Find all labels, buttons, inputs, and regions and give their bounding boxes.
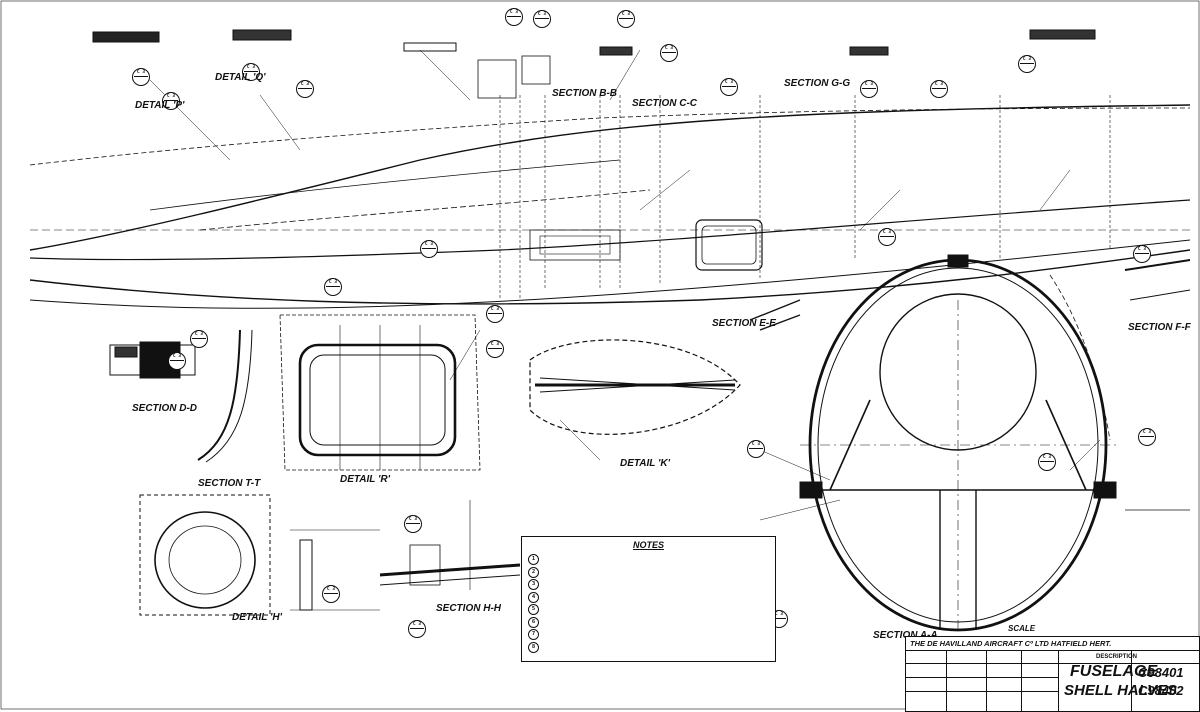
note-item: 2 (528, 566, 771, 579)
reference-bubble: C 3 (168, 352, 186, 370)
reference-bubble: C 3 (242, 63, 260, 81)
label-section-hh: SECTION H-H (436, 603, 501, 614)
reference-bubble: C 3 (404, 515, 422, 533)
reference-bubble: C 3 (1038, 453, 1056, 471)
label-detail-r: DETAIL 'R' (340, 474, 390, 485)
reference-bubble: C 3 (660, 44, 678, 62)
note-item: 5 (528, 603, 771, 616)
notes-list: 1 2 3 4 5 6 7 8 (528, 553, 771, 653)
reference-bubble: C 3 (190, 330, 208, 348)
label-detail-k: DETAIL 'K' (620, 458, 670, 469)
label-section-tt: SECTION T-T (198, 478, 261, 489)
note-item: 4 (528, 591, 771, 604)
scale-label: SCALE (1008, 624, 1036, 633)
note-item: 7 (528, 628, 771, 641)
reference-bubble: C 3 (322, 585, 340, 603)
title-block: THE DE HAVILLAND AIRCRAFT Cº LTD HATFIEL… (905, 636, 1200, 712)
notes-box: NOTES 1 2 3 4 5 6 7 8 (521, 536, 776, 662)
label-section-gg: SECTION G-G (784, 78, 851, 89)
label-section-aa: SECTION A-A (873, 630, 938, 641)
top-section-strip (92, 31, 160, 43)
label-detail-p: DETAIL 'P' (135, 100, 185, 111)
company-name: THE DE HAVILLAND AIRCRAFT Cº LTD HATFIEL… (910, 639, 1112, 648)
drawing-title-line2: SHELL HALVES (1064, 682, 1178, 699)
notes-title: NOTES (632, 540, 664, 550)
reference-bubble: C 3 (1138, 428, 1156, 446)
reference-bubble: C 3 (720, 78, 738, 96)
note-item: 3 (528, 578, 771, 591)
reference-bubble: C 3 (486, 305, 504, 323)
reference-bubble: C 3 (408, 620, 426, 638)
label-section-ff: SECTION F-F (1128, 322, 1191, 333)
reference-bubble: C 3 (533, 10, 551, 28)
reference-bubble: C 3 (296, 80, 314, 98)
label-section-bb: SECTION B-B (552, 88, 617, 99)
reference-bubble: C 3 (1018, 55, 1036, 73)
label-section-dd: SECTION D-D (132, 403, 197, 414)
reference-bubble: C 3 (747, 440, 765, 458)
reference-bubble: C 3 (486, 340, 504, 358)
note-item: 8 (528, 641, 771, 654)
note-item: 6 (528, 616, 771, 629)
reference-bubble: C 3 (930, 80, 948, 98)
label-detail-h: DETAIL 'H' (232, 612, 282, 623)
note-item: 1 (528, 553, 771, 566)
reference-bubble: C 3 (162, 92, 180, 110)
reference-bubble: C 3 (617, 10, 635, 28)
drawing-number-1: C98401 (1138, 665, 1184, 680)
reference-bubble: C 3 (324, 278, 342, 296)
drawing-title-line1: FUSELAGE (1070, 663, 1158, 680)
label-detail-q: DETAIL 'Q' (215, 72, 266, 83)
drawing-number-2: C98402 (1138, 683, 1184, 698)
reference-bubble: C 3 (420, 240, 438, 258)
label-section-cc: SECTION C-C (632, 98, 697, 109)
reference-bubble: C 3 (505, 8, 523, 26)
reference-bubble: C 3 (878, 228, 896, 246)
reference-bubble: C 3 (860, 80, 878, 98)
label-section-ee: SECTION E-E (712, 318, 776, 329)
reference-bubble: C 3 (132, 68, 150, 86)
description-header: DESCRIPTION (1096, 654, 1138, 660)
reference-bubble: C 3 (1133, 245, 1151, 263)
